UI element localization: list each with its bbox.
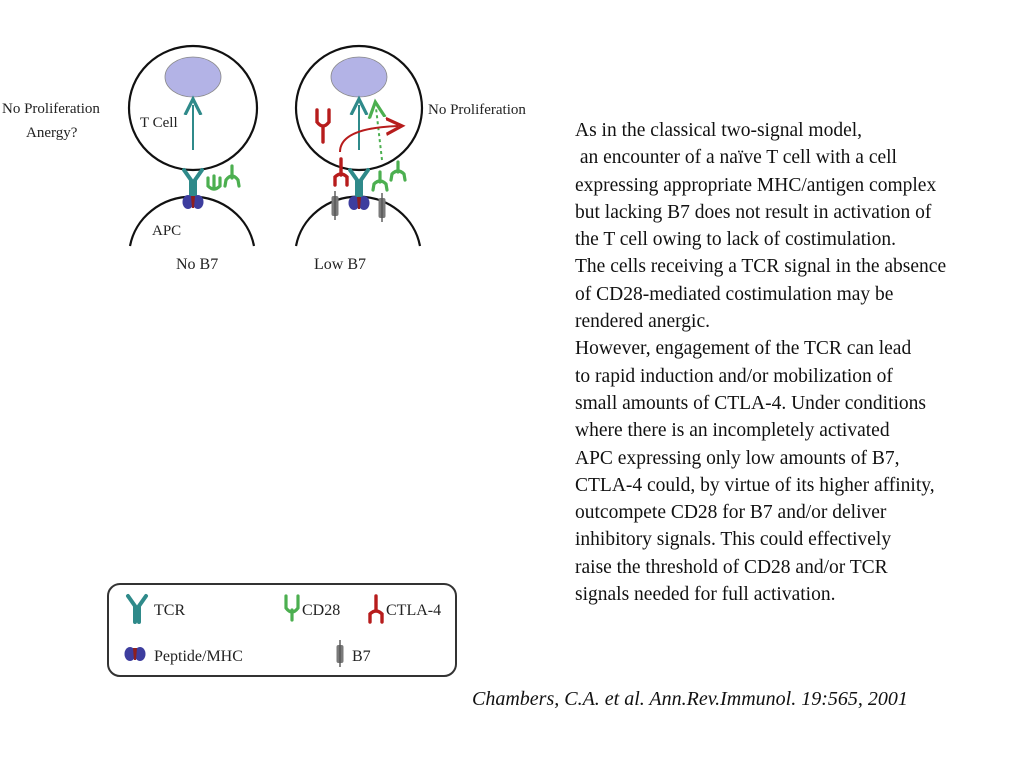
peptide-mhc-left — [182, 195, 204, 209]
text-line: CTLA-4 could, by virtue of its higher af… — [575, 474, 935, 496]
cd28-receptor-left-1 — [206, 174, 222, 191]
nucleus-left — [164, 56, 222, 98]
legend-cd28-label: CD28 — [302, 602, 340, 619]
apc-label: APC — [152, 223, 181, 239]
text-line: inhibitory signals. This could effective… — [575, 529, 892, 551]
text-line: of CD28-mediated costimulation may be — [575, 283, 894, 305]
text-line: However, engagement of the TCR can lead — [575, 338, 912, 360]
cd28-receptor-right-1 — [371, 170, 389, 192]
text-line: but lacking B7 does not result in activa… — [575, 201, 932, 223]
cd28-signal-dotted-arrow — [376, 108, 382, 161]
text-line: small amounts of CTLA-4. Under condition… — [575, 392, 926, 414]
text-line: to rapid induction and/or mobilization o… — [575, 365, 893, 387]
peptide-mhc-right — [348, 196, 370, 210]
legend-ctla4-label: CTLA-4 — [386, 602, 441, 619]
ctla4-inhibitory-arrow — [339, 126, 398, 153]
text-line: an encounter of a naïve T cell with a ce… — [575, 147, 897, 169]
legend-tcr-icon — [126, 594, 148, 624]
right-condition-label: Low B7 — [314, 256, 366, 273]
b7-molecule-right-2 — [378, 193, 386, 222]
tcr-receptor-right — [348, 168, 370, 198]
explanation-text: As in the classical two-signal model, an… — [575, 117, 1020, 608]
ctla4-receptor-cytoplasmic — [315, 108, 331, 144]
text-line: expressing appropriate MHC/antigen compl… — [575, 174, 937, 196]
cd28-receptor-left-2 — [223, 164, 241, 188]
b7-molecule-right-1 — [331, 191, 339, 220]
ctla4-receptor-membrane — [333, 157, 349, 187]
text-line: the T cell owing to lack of costimulatio… — [575, 229, 896, 251]
legend-b7-label: B7 — [352, 648, 371, 665]
text-line: The cells receiving a TCR signal in the … — [575, 256, 947, 278]
left-outcome-label-2: Anergy? — [26, 125, 78, 141]
legend-cd28-icon — [284, 594, 300, 622]
text-line: APC expressing only low amounts of B7, — [575, 447, 900, 469]
legend-peptide-mhc-label: Peptide/MHC — [154, 648, 243, 665]
legend-b7-icon — [336, 640, 344, 667]
left-outcome-label-1: No Proliferation — [2, 101, 100, 117]
tcr-receptor-left — [182, 168, 204, 198]
legend-peptide-mhc-icon — [124, 647, 146, 661]
left-condition-label: No B7 — [176, 256, 218, 273]
right-panel: No Proliferation Low B7 — [294, 44, 526, 273]
text-line: where there is an incompletely activated — [575, 420, 890, 442]
cd28-receptor-right-2 — [389, 160, 407, 182]
legend-ctla4-icon — [368, 594, 384, 624]
text-line: As in the classical two-signal model, — [575, 120, 863, 141]
nucleus-right — [330, 56, 388, 98]
legend: TCR CD28 CTLA-4 Peptide/MHC B7 — [107, 583, 457, 677]
legend-frame — [107, 583, 457, 677]
left-panel: No Proliferation Anergy? T Cell APC No B… — [2, 44, 259, 273]
text-line: rendered anergic. — [575, 311, 710, 333]
t-cell-apc-diagram: No Proliferation Anergy? T Cell APC No B… — [2, 44, 526, 273]
legend-tcr-label: TCR — [154, 602, 185, 619]
right-outcome-label: No Proliferation — [428, 102, 526, 118]
text-line: signals needed for full activation. — [575, 584, 836, 606]
t-cell-label: T Cell — [140, 115, 178, 131]
citation: Chambers, C.A. et al. Ann.Rev.Immunol. 1… — [472, 688, 908, 710]
text-line: outcompete CD28 for B7 and/or deliver — [575, 502, 887, 524]
text-line: raise the threshold of CD28 and/or TCR — [575, 556, 888, 578]
